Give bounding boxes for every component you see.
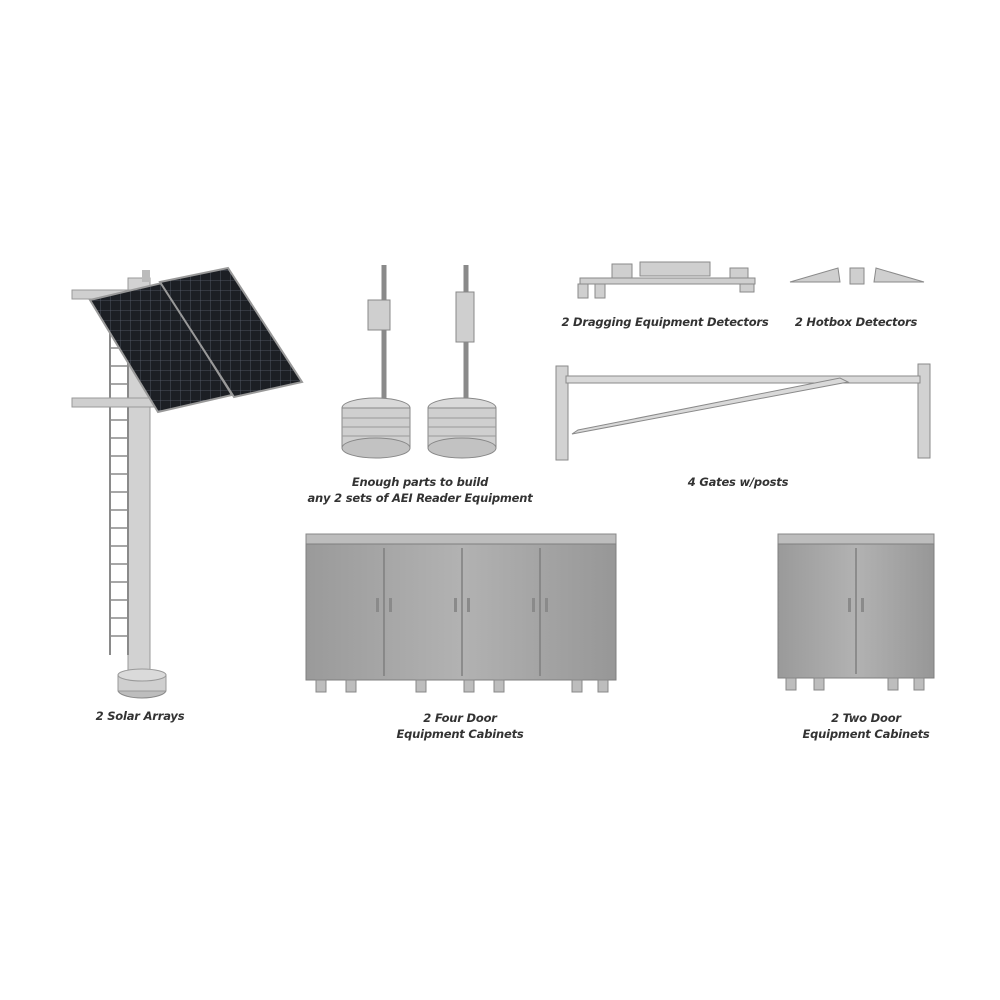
hotbox-detector-illustration — [789, 267, 925, 285]
caption-line: 4 Gates w/posts — [687, 475, 789, 489]
caption-line: any 2 sets of AEI Reader Equipment — [307, 491, 533, 505]
caption-line: 2 Two Door — [831, 711, 901, 725]
caption-solar-arrays: 2 Solar Arrays — [60, 708, 220, 724]
caption-dragging-detectors: 2 Dragging Equipment Detectors — [560, 314, 770, 330]
caption-line: 2 Dragging Equipment Detectors — [561, 315, 769, 329]
caption-line: Equipment Cabinets — [802, 727, 930, 741]
caption-line: Equipment Cabinets — [396, 727, 524, 741]
caption-hotbox-detectors: 2 Hotbox Detectors — [786, 314, 926, 330]
caption-two-door-cabinets: 2 Two Door Equipment Cabinets — [786, 710, 946, 742]
four-door-cabinet-illustration — [305, 533, 617, 693]
aei-reader-illustration — [341, 265, 497, 459]
two-door-cabinet-illustration — [777, 533, 935, 691]
caption-line: 2 Four Door — [423, 711, 497, 725]
gate-illustration — [555, 363, 931, 461]
dragging-detector-illustration — [577, 261, 756, 299]
caption-line: 2 Solar Arrays — [95, 709, 185, 723]
solar-array-illustration — [71, 266, 304, 699]
caption-gates: 4 Gates w/posts — [668, 474, 808, 490]
caption-four-door-cabinets: 2 Four Door Equipment Cabinets — [380, 710, 540, 742]
caption-line: Enough parts to build — [351, 475, 489, 489]
caption-line: 2 Hotbox Detectors — [794, 315, 918, 329]
caption-aei-reader: Enough parts to build any 2 sets of AEI … — [300, 474, 540, 506]
